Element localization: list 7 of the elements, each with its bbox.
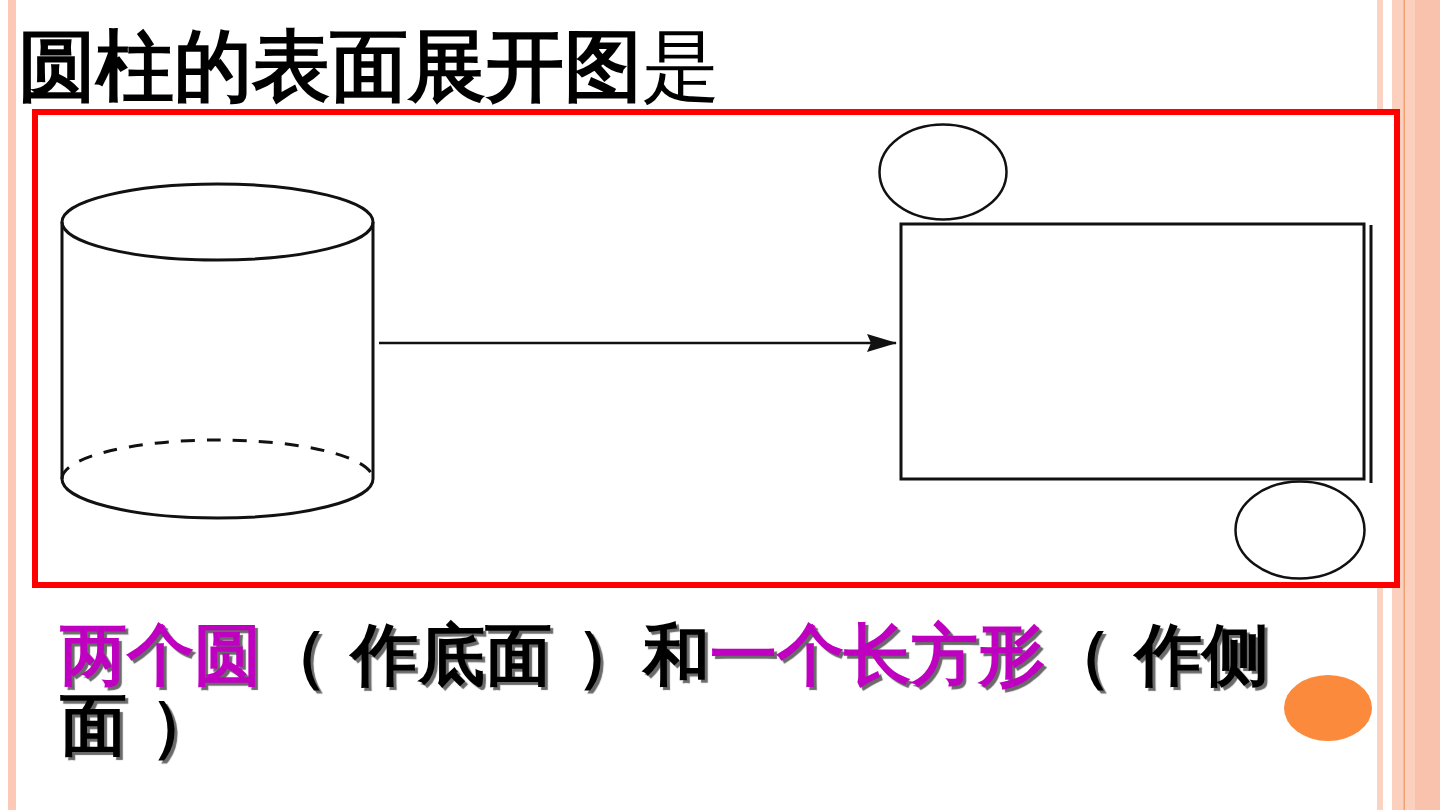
rectangle-outline: [899, 222, 1373, 485]
statement-text: 两个圆（ 作底面 ）和一个长方形（ 作侧面 ）: [60, 620, 1269, 760]
circle-outline: [1234, 480, 1366, 580]
cylinder-drawing: [59, 182, 376, 521]
title: 圆柱的表面展开图是: [18, 26, 720, 106]
circle-outline: [878, 123, 1008, 221]
arrow: [379, 334, 897, 352]
